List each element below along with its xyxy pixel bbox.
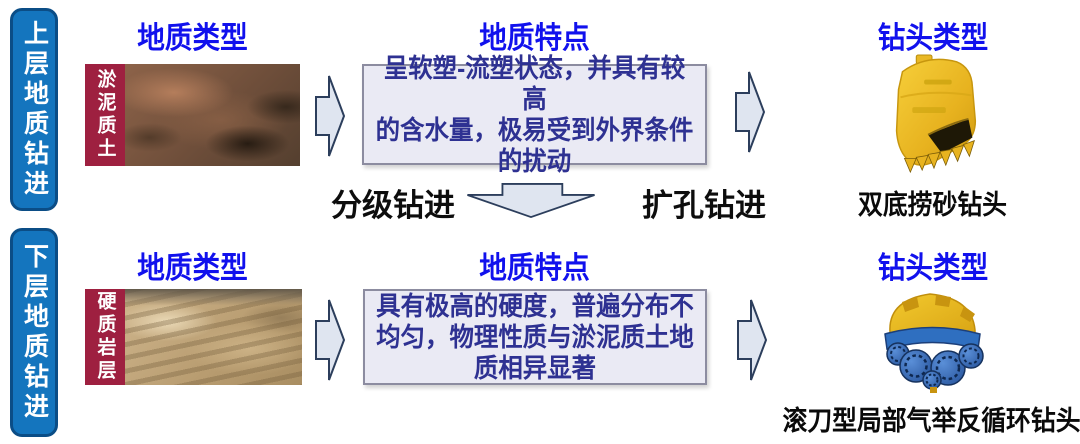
upper-geology-feature-text: 呈软塑-流塑状态，并具有较高 的含水量，极易受到外界条件 的扰动 <box>375 52 694 176</box>
roller-bit-caption: 滚刀型局部气举反循环钻头 <box>782 406 1080 436</box>
reaming-drilling-label: 扩孔钻进 <box>642 188 766 223</box>
rock-texture-image <box>125 289 302 385</box>
hard-rock-label: 硬质岩层 <box>94 291 116 383</box>
roller-cutter-bit-illustration <box>884 293 984 393</box>
bit-type-header-bottom: 钻头类型 <box>877 252 989 285</box>
bit-type-header-top: 钻头类型 <box>877 22 989 55</box>
geology-feature-header-top: 地质特点 <box>479 22 590 55</box>
sand-bailing-bucket-bit-illustration <box>895 54 977 174</box>
right-arrow-icon <box>315 75 346 157</box>
right-arrow-icon <box>735 71 766 153</box>
lower-layer-section-bar: 下层地质钻进 <box>10 228 58 437</box>
geology-type-header-bottom: 地质类型 <box>137 252 248 285</box>
silty-soil-photo: 淤泥质土 <box>85 64 300 166</box>
lower-geology-feature-text: 具有极高的硬度，普遍分布不 均匀，物理性质与淤泥质土地 质相异显著 <box>376 290 694 383</box>
lower-geology-feature-box: 具有极高的硬度，普遍分布不 均匀，物理性质与淤泥质土地 质相异显著 <box>363 289 707 385</box>
hard-rock-photo: 硬质岩层 <box>85 289 302 385</box>
bucket-bit-caption: 双底捞砂钻头 <box>857 190 1008 220</box>
silty-soil-label-strip: 淤泥质土 <box>85 64 125 166</box>
hard-rock-label-strip: 硬质岩层 <box>85 289 125 385</box>
upper-geology-feature-box: 呈软塑-流塑状态，并具有较高 的含水量，极易受到外界条件 的扰动 <box>362 53 707 176</box>
upper-layer-section-bar: 上层地质钻进 <box>10 8 58 211</box>
upper-layer-section-label: 上层地质钻进 <box>20 19 49 200</box>
geology-type-header-top: 地质类型 <box>137 22 248 55</box>
down-arrow-icon <box>467 183 595 219</box>
right-arrow-icon <box>315 299 346 381</box>
geology-feature-header-bottom: 地质特点 <box>479 252 590 285</box>
right-arrow-icon <box>737 299 768 381</box>
staged-drilling-label: 分级钻进 <box>331 188 455 223</box>
mud-texture-image <box>125 64 300 166</box>
lower-layer-section-label: 下层地质钻进 <box>20 242 49 423</box>
silty-soil-label: 淤泥质土 <box>94 69 116 161</box>
